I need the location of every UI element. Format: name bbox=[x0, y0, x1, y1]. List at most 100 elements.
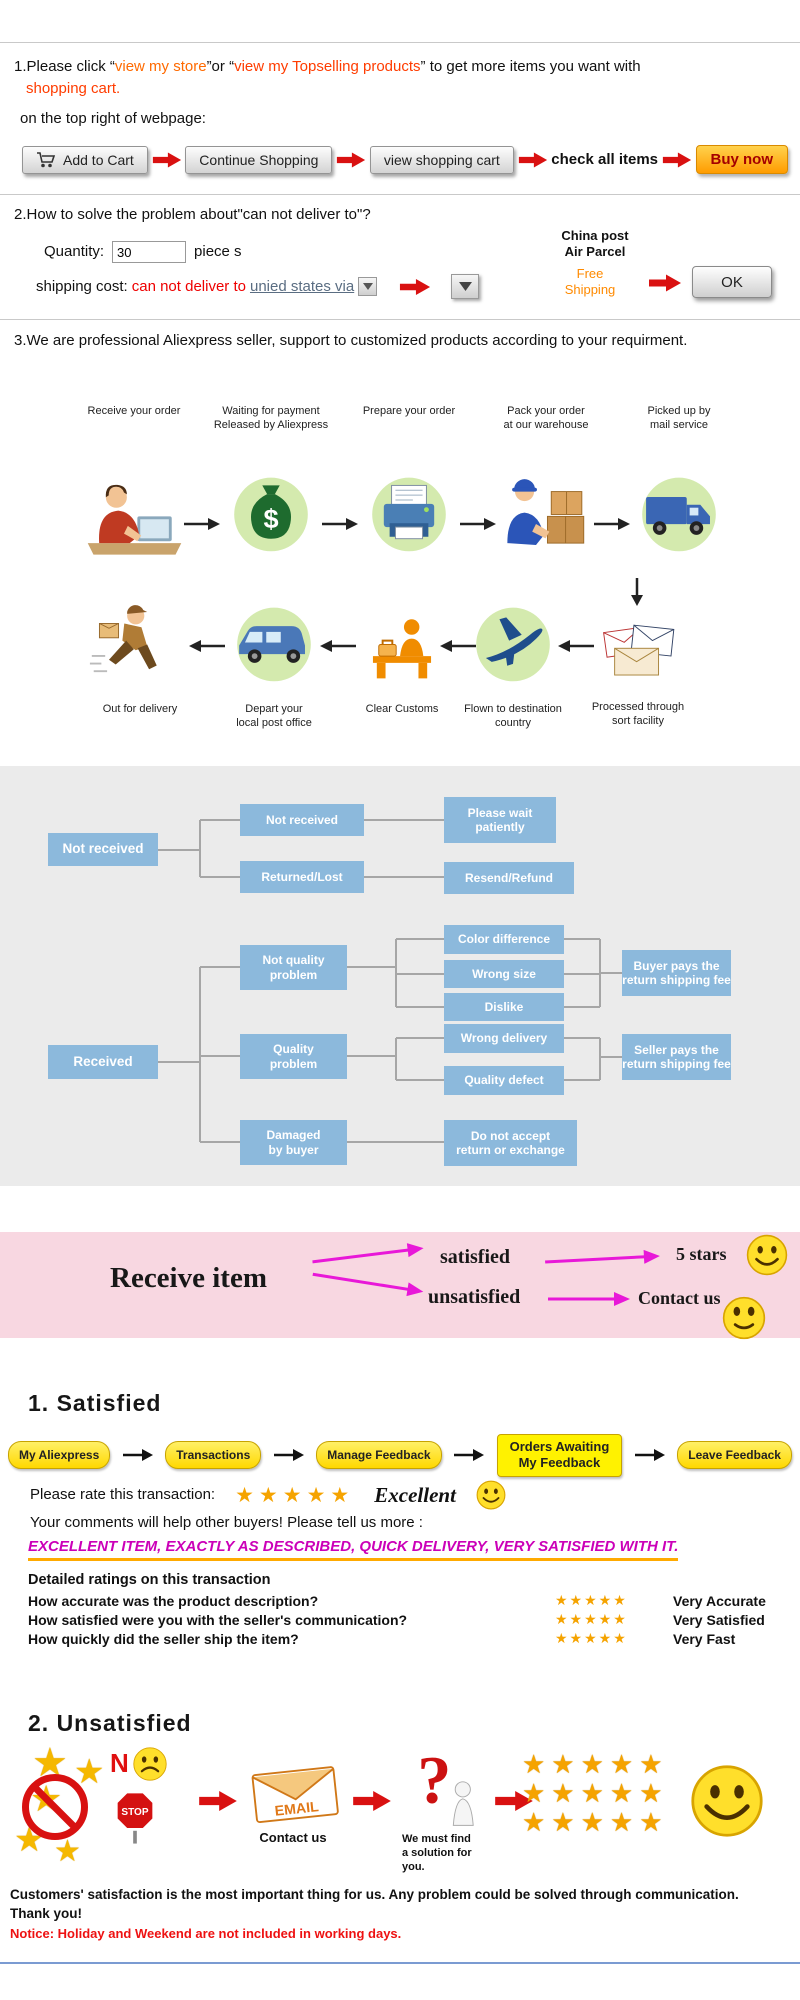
step-label: Depart your local post office bbox=[236, 703, 312, 730]
rating-row: How satisfied were you with the seller's… bbox=[28, 1610, 788, 1629]
svg-text:?: ? bbox=[417, 1742, 451, 1818]
flow-returned-lost: Returned/Lost bbox=[240, 861, 364, 893]
view-my-store-link[interactable]: view my store bbox=[114, 58, 207, 75]
satisfied-word: satisfied bbox=[440, 1246, 510, 1268]
holiday-notice: Notice: Holiday and Weekend are not incl… bbox=[10, 1926, 402, 1941]
nav-transactions[interactable]: Transactions bbox=[165, 1441, 262, 1470]
rating-question: How satisfied were you with the seller's… bbox=[28, 1611, 408, 1628]
feedback-nav-row: My Aliexpress Transactions Manage Feedba… bbox=[8, 1434, 792, 1477]
sad-face-icon bbox=[133, 1747, 167, 1781]
prohibition-icon bbox=[22, 1774, 88, 1840]
divider bbox=[0, 194, 800, 195]
nav-my-aliexpress[interactable]: My Aliexpress bbox=[8, 1441, 111, 1470]
cannot-deliver-text: can not deliver to bbox=[131, 277, 246, 295]
free-shipping-label: Free Shipping bbox=[564, 266, 616, 298]
flow-color-difference: Color difference bbox=[444, 925, 564, 954]
black-arrow-right-icon bbox=[322, 518, 358, 530]
buy-now-button[interactable]: Buy now bbox=[695, 145, 788, 174]
intro-text: ”or “ bbox=[206, 58, 235, 75]
step-label: Prepare your order bbox=[362, 405, 456, 417]
flow-not-received-root: Not received bbox=[48, 833, 158, 866]
black-arrow-left-icon bbox=[189, 640, 225, 652]
smiley-icon bbox=[746, 1234, 788, 1276]
svg-text:EMAIL: EMAIL bbox=[274, 1799, 320, 1820]
red-arrow-icon bbox=[518, 152, 547, 167]
top-divider bbox=[0, 42, 800, 43]
destination-link[interactable]: unied states via bbox=[249, 277, 355, 295]
magenta-arrow-icon bbox=[312, 1243, 424, 1264]
nav-leave-feedback[interactable]: Leave Feedback bbox=[677, 1441, 792, 1470]
red-arrow-icon bbox=[337, 152, 366, 167]
view-topselling-link[interactable]: view my Topselling products bbox=[234, 58, 421, 75]
continue-shopping-button[interactable]: Continue Shopping bbox=[185, 145, 333, 174]
rating-stars[interactable]: ★★★★★ bbox=[555, 1611, 628, 1627]
black-arrow-down-icon bbox=[631, 578, 643, 606]
black-arrow-right-icon bbox=[122, 1449, 153, 1462]
add-to-cart-button[interactable]: Add to Cart bbox=[22, 145, 148, 174]
rating-stars[interactable]: ★★★★★ bbox=[555, 1630, 628, 1646]
testimonial-text: EXCELLENT ITEM, EXACTLY AS DESCRIBED, QU… bbox=[28, 1538, 679, 1561]
rating-answer: Very Fast bbox=[673, 1630, 736, 1647]
printer-icon bbox=[354, 468, 464, 565]
unsatisfied-heading: 2. Unsatisfied bbox=[28, 1710, 192, 1736]
ok-button[interactable]: OK bbox=[692, 266, 772, 298]
quantity-suffix: piece s bbox=[194, 243, 242, 261]
webpage-hint: on the top right of webpage: bbox=[20, 110, 206, 127]
smiley-icon bbox=[722, 1296, 766, 1340]
svg-text:STOP: STOP bbox=[121, 1807, 148, 1818]
satisfied-heading: 1. Satisfied bbox=[28, 1390, 162, 1416]
cart-icon bbox=[37, 151, 56, 167]
nav-orders-awaiting-feedback[interactable]: Orders Awaiting My Feedback bbox=[496, 1434, 623, 1477]
bottom-divider bbox=[0, 1962, 800, 1964]
customs-icon bbox=[347, 598, 457, 695]
airplane-icon bbox=[458, 598, 568, 695]
rating-answer: Very Satisfied bbox=[673, 1611, 765, 1628]
section2-heading: 2.How to solve the problem about"can not… bbox=[14, 206, 371, 223]
view-shopping-cart-button[interactable]: view shopping cart bbox=[369, 145, 514, 174]
stop-sign-icon: STOP bbox=[115, 1791, 155, 1844]
shipping-method-dropdown[interactable] bbox=[451, 274, 480, 299]
quantity-input[interactable] bbox=[112, 241, 187, 263]
quantity-row: Quantity: piece s bbox=[44, 241, 242, 263]
nav-manage-feedback[interactable]: Manage Feedback bbox=[316, 1441, 442, 1470]
red-arrow-icon bbox=[353, 1791, 391, 1811]
check-all-items-text: check all items bbox=[551, 151, 659, 168]
red-arrow-icon bbox=[495, 1791, 533, 1811]
step-label: Picked up by mail service bbox=[647, 405, 711, 432]
rate-transaction-row: Please rate this transaction: ★★★★★ Exce… bbox=[30, 1480, 506, 1510]
receive-item-banner: Receive item satisfied unsatisfied 5 sta… bbox=[0, 1232, 800, 1340]
contact-us-word: Contact us bbox=[638, 1288, 721, 1308]
intro-text: ” to get more items you want with bbox=[420, 58, 641, 75]
solution-text: We must find a solution for you. bbox=[402, 1833, 472, 1873]
mail-sorting-icon bbox=[583, 598, 693, 695]
no-letter: N bbox=[110, 1748, 129, 1778]
fifteen-stars-graphic: ★★★★★ ★★★★★ ★★★★★ bbox=[522, 1750, 669, 1837]
smiley-icon bbox=[691, 1765, 763, 1837]
svg-text:$: $ bbox=[263, 503, 278, 534]
dispute-flowchart: Not received Not received Please wait pa… bbox=[0, 766, 800, 1186]
shopping-cart-text: shopping cart. bbox=[26, 79, 121, 97]
shipping-cost-label: shipping cost: bbox=[36, 277, 128, 295]
black-arrow-right-icon bbox=[634, 1449, 665, 1462]
flow-quality-defect: Quality defect bbox=[444, 1066, 564, 1095]
destination-dropdown[interactable] bbox=[358, 277, 378, 296]
flow-wrong-delivery: Wrong delivery bbox=[444, 1024, 564, 1053]
stars-row: ★★★★★ bbox=[522, 1778, 669, 1808]
shipping-row: shipping cost:can not deliver to unied s… bbox=[36, 274, 480, 299]
add-to-cart-label: Add to Cart bbox=[63, 151, 134, 168]
flow-wrong-size: Wrong size bbox=[444, 960, 564, 988]
section3-heading: 3.We are professional Aliexpress seller,… bbox=[14, 332, 688, 349]
rating-stars[interactable]: ★★★★★ bbox=[555, 1592, 628, 1608]
red-arrow-icon bbox=[152, 152, 181, 167]
pack-order-icon bbox=[491, 468, 601, 565]
receive-order-icon bbox=[79, 468, 189, 565]
rating-row: How quickly did the seller ship the item… bbox=[28, 1629, 788, 1648]
satisfaction-note: Customers' satisfaction is the most impo… bbox=[10, 1887, 739, 1921]
magenta-arrow-icon bbox=[545, 1249, 660, 1264]
smiley-icon bbox=[476, 1480, 506, 1510]
rating-stars[interactable]: ★★★★★ bbox=[235, 1483, 355, 1507]
truck-icon bbox=[624, 468, 734, 565]
black-arrow-left-icon bbox=[320, 640, 356, 652]
quantity-label: Quantity: bbox=[44, 243, 105, 261]
